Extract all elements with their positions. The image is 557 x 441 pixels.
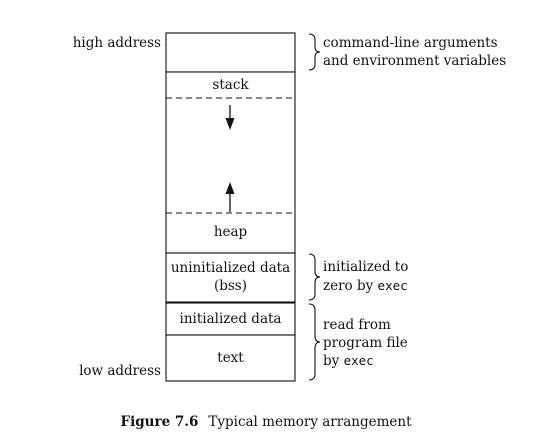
heap-label: heap <box>214 224 247 240</box>
figure-title: Typical memory arrangement <box>208 414 412 430</box>
high-address-label: high address <box>73 35 161 51</box>
args-annotation-line1: command-line arguments <box>323 35 498 51</box>
stack-heap-block <box>165 71 296 254</box>
program-file-brace <box>308 303 321 381</box>
stack-growth-arrow-down <box>225 105 235 130</box>
initialized-data-label: initialized data <box>180 311 282 327</box>
bss-brace <box>308 253 321 301</box>
bss-label-line2: (bss) <box>214 278 247 294</box>
bss-label-line1: uninitialized data <box>171 260 290 276</box>
args-annotation-line2: and environment variables <box>323 53 506 69</box>
bss-annotation-line1: initialized to <box>323 259 408 275</box>
read-annotation-exec: exec <box>344 353 374 368</box>
read-annotation-line1: read from <box>323 317 391 333</box>
read-annotation-prefix: by <box>323 353 344 369</box>
args-env-block <box>165 32 296 73</box>
bss-annotation-exec: exec <box>378 278 408 293</box>
bss-annotation-line2: zero by exec <box>323 278 408 294</box>
read-annotation-line2: program file <box>323 335 408 351</box>
text-block <box>165 334 296 382</box>
initialized-data-block <box>165 302 296 336</box>
figure-number: Figure 7.6 <box>121 414 199 430</box>
bss-block <box>165 252 296 303</box>
stack-label: stack <box>212 77 249 93</box>
text-segment-label: text <box>217 350 244 366</box>
low-address-label: low address <box>79 363 161 379</box>
bss-annotation-prefix: zero by <box>323 278 378 294</box>
args-brace <box>308 33 321 71</box>
read-annotation-line3: by exec <box>323 353 374 369</box>
figure-caption: Figure 7.6 Typical memory arrangement <box>121 414 413 430</box>
heap-growth-arrow-up <box>225 182 235 212</box>
